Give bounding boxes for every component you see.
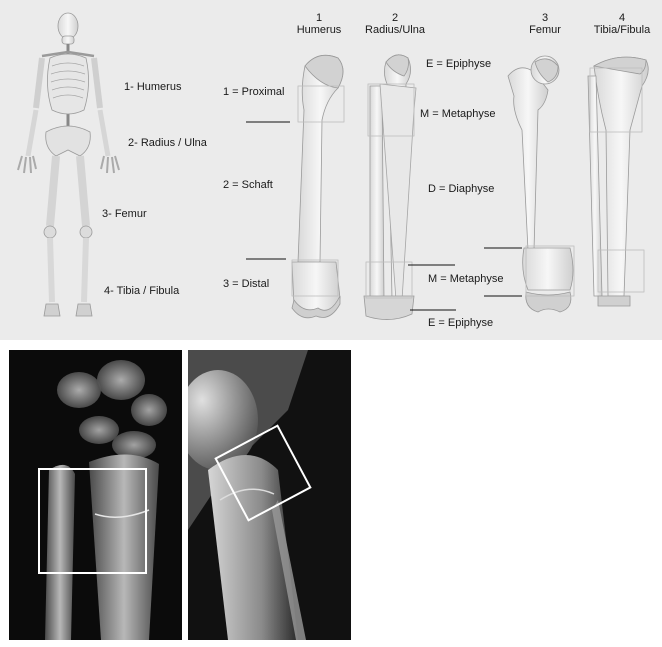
header-femur: 3 Femur — [505, 12, 585, 36]
label-epiphyse-top: E = Epiphyse — [426, 58, 492, 70]
header-radius-ulna: 2 Radius/Ulna — [355, 12, 435, 36]
header-tibia-fibula: 4 Tibia/Fibula — [582, 12, 662, 36]
label-metaphyse-bottom: M = Metaphyse — [428, 273, 504, 285]
anatomy-panel: 1- Humerus 2- Radius / Ulna 3- Femur 4- … — [0, 0, 662, 340]
xray-shoulder-image — [188, 350, 351, 640]
header-number: 1 — [315, 12, 323, 24]
label-shaft: 2 = Schaft — [223, 179, 273, 191]
header-number: 4 — [618, 12, 626, 24]
header-number: 2 — [391, 12, 399, 24]
header-name: Femur — [529, 24, 561, 36]
label-humerus: 1- Humerus — [124, 81, 182, 93]
humerus-drawing — [291, 54, 345, 319]
xray-wrist-image — [38, 360, 167, 640]
femur-drawing — [507, 55, 575, 313]
label-distal: 3 = Distal — [223, 278, 270, 290]
label-radius-ulna: 2- Radius / Ulna — [128, 137, 207, 149]
label-metaphyse-top: M = Metaphyse — [420, 108, 496, 120]
label-proximal: 1 = Proximal — [223, 86, 285, 98]
header-number: 3 — [541, 12, 549, 24]
bone-illustration — [17, 12, 649, 320]
indicator-lines — [246, 121, 522, 311]
xray-wrist — [9, 350, 182, 640]
skeleton-figure — [17, 12, 120, 317]
label-tibia-fibula: 4- Tibia / Fibula — [104, 285, 180, 297]
tibia-fibula-drawing — [587, 56, 649, 307]
label-femur: 3- Femur — [102, 208, 147, 220]
xray-shoulder — [188, 350, 351, 640]
header-humerus: 1 Humerus — [279, 12, 359, 36]
header-name: Tibia/Fibula — [593, 24, 651, 36]
header-name: Humerus — [296, 24, 342, 36]
header-name: Radius/Ulna — [365, 24, 425, 36]
label-epiphyse-bottom: E = Epiphyse — [428, 317, 494, 329]
label-diaphyse: D = Diaphyse — [428, 183, 495, 195]
radius-ulna-drawing — [363, 54, 417, 320]
